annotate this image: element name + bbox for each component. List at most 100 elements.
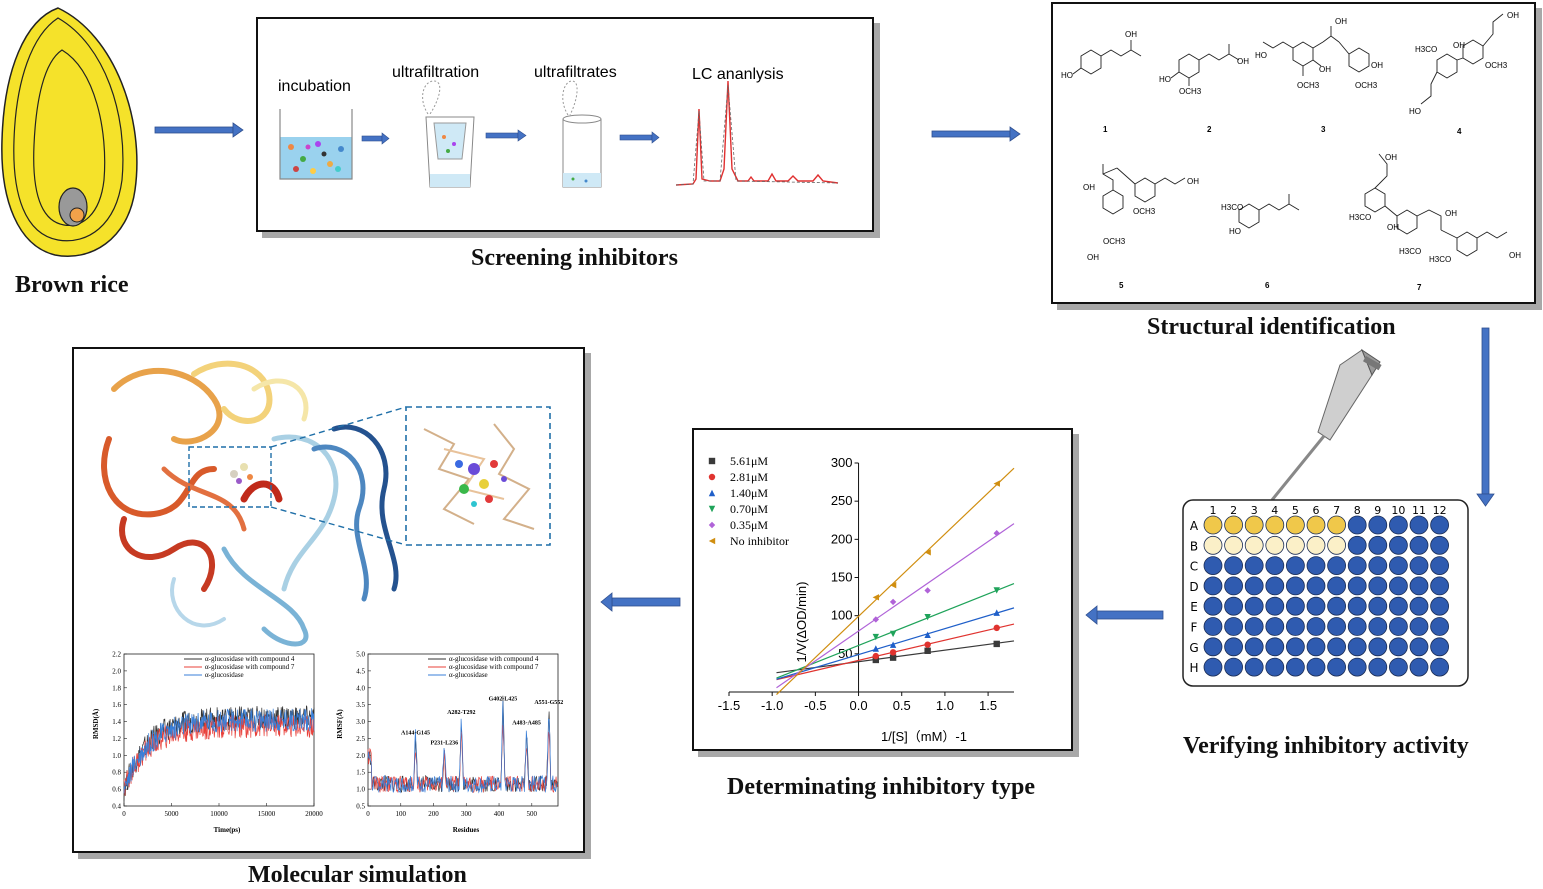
compound-3-structure xyxy=(1262,26,1370,76)
svg-text:OH: OH xyxy=(1083,183,1095,192)
lb-legend-label: 2.81μM xyxy=(730,470,768,484)
svg-text:H3CO: H3CO xyxy=(1429,255,1451,264)
plate-well xyxy=(1244,556,1264,575)
plate-row-label: D xyxy=(1189,580,1198,594)
plate-well xyxy=(1244,657,1264,677)
svg-text:OH: OH xyxy=(1187,177,1199,186)
binding-site-box xyxy=(188,446,272,508)
plate-well xyxy=(1389,596,1408,616)
plate-well xyxy=(1430,657,1449,677)
lb-point xyxy=(924,641,931,648)
plate-well xyxy=(1224,515,1243,535)
plate-well xyxy=(1389,637,1408,657)
svg-text:HO: HO xyxy=(1255,51,1267,60)
plate-well xyxy=(1347,596,1367,616)
plate-row-label: C xyxy=(1190,560,1198,574)
step-lc-analysis: LC ananlysis xyxy=(692,66,784,83)
ligand-cluster-icon xyxy=(230,463,253,484)
plate-well xyxy=(1244,596,1264,616)
lb-point xyxy=(889,641,897,648)
plate-well xyxy=(1265,556,1285,575)
plate-well xyxy=(1327,515,1346,535)
rmsd-x-tick-label: 5000 xyxy=(165,810,180,818)
plate-well xyxy=(1368,617,1388,636)
rmsf-peak-label: A483-A485 xyxy=(512,720,541,726)
plate-well xyxy=(1409,515,1429,535)
lb-xlabel: 1/[S]（mM）-1 xyxy=(881,729,967,744)
lb-legend-label: 0.70μM xyxy=(730,502,768,516)
plate-well xyxy=(1306,617,1326,636)
plate-column-label: 8 xyxy=(1354,504,1361,517)
lb-point xyxy=(872,645,880,652)
arrow-determinating-to-molecular xyxy=(600,592,681,612)
plate-well xyxy=(1286,515,1305,535)
svg-text:H3CO: H3CO xyxy=(1221,203,1243,212)
lb-point xyxy=(924,549,931,556)
rmsf-y-tick-label: 5.0 xyxy=(356,651,365,659)
rmsf-xlabel: Residues xyxy=(453,826,480,834)
lb-x-tick-label: 0.0 xyxy=(850,698,868,713)
plate-well xyxy=(1306,556,1326,575)
step-ultrafiltrates: ultrafiltrates xyxy=(534,64,617,81)
lb-x-tick-label: -1.5 xyxy=(718,698,740,713)
lb-point xyxy=(889,630,897,638)
svg-text:OCH3: OCH3 xyxy=(1485,61,1508,70)
plate-well xyxy=(1430,535,1449,555)
plate-well xyxy=(1327,617,1346,636)
svg-text:OCH3: OCH3 xyxy=(1179,87,1202,96)
lb-point xyxy=(889,598,897,606)
compound-label-1: 1 xyxy=(1103,125,1108,134)
compound-7-structure xyxy=(1364,153,1508,257)
lb-point xyxy=(993,609,1000,616)
lb-point xyxy=(889,654,897,661)
lb-y-tick-label: 150 xyxy=(831,570,853,585)
svg-text:OH: OH xyxy=(1087,253,1099,262)
plate-well xyxy=(1203,556,1223,575)
lb-legend-marker xyxy=(708,489,716,497)
plate-well xyxy=(1368,556,1388,575)
lb-y-tick-label: 100 xyxy=(831,608,853,623)
lb-fit-lines xyxy=(776,467,1015,695)
rmsf-peak-label: A551-G552 xyxy=(534,700,563,706)
plate-well xyxy=(1224,596,1243,616)
rmsf-y-tick-label: 0.5 xyxy=(356,803,365,811)
lb-point xyxy=(872,652,880,660)
plate-column-label: 9 xyxy=(1374,504,1381,517)
rmsd-y-tick-label: 0.4 xyxy=(112,803,121,811)
svg-text:OH: OH xyxy=(1371,61,1383,70)
plate-well xyxy=(1347,637,1367,657)
rmsd-x-tick-label: 20000 xyxy=(305,810,323,818)
plate-well xyxy=(1327,576,1346,596)
arrow-screening-to-structural xyxy=(931,126,1021,142)
plate-well xyxy=(1389,535,1408,555)
plate-well xyxy=(1203,596,1223,616)
plate-well xyxy=(1265,596,1285,616)
lb-point xyxy=(872,616,880,623)
binding-site-zoom-box xyxy=(405,406,551,546)
rmsd-series-line xyxy=(123,714,315,796)
lb-point xyxy=(889,649,897,656)
rmsf-legend-label: α-glucosidase with compound 7 xyxy=(449,663,539,671)
rmsf-y-tick-label: 4.0 xyxy=(356,684,365,692)
lb-point xyxy=(993,624,1000,632)
plate-well xyxy=(1224,576,1243,596)
plate-well xyxy=(1286,556,1305,575)
plate-well xyxy=(1368,535,1388,555)
plate-well xyxy=(1409,637,1429,657)
plate-well xyxy=(1409,556,1429,575)
svg-text:HO: HO xyxy=(1229,227,1241,236)
lb-x-tick-label: -0.5 xyxy=(804,698,826,713)
plate-well xyxy=(1244,515,1264,535)
plate-row-label: B xyxy=(1190,539,1198,553)
plate-well xyxy=(1286,576,1305,596)
plate-well xyxy=(1409,576,1429,596)
plate-well xyxy=(1368,637,1388,657)
plate-well xyxy=(1224,657,1243,677)
arrow-structural-to-verifying xyxy=(1476,327,1495,507)
rmsd-xlabel: Time(ps) xyxy=(214,826,241,834)
plate-well xyxy=(1327,657,1346,677)
plate-well xyxy=(1347,576,1367,596)
